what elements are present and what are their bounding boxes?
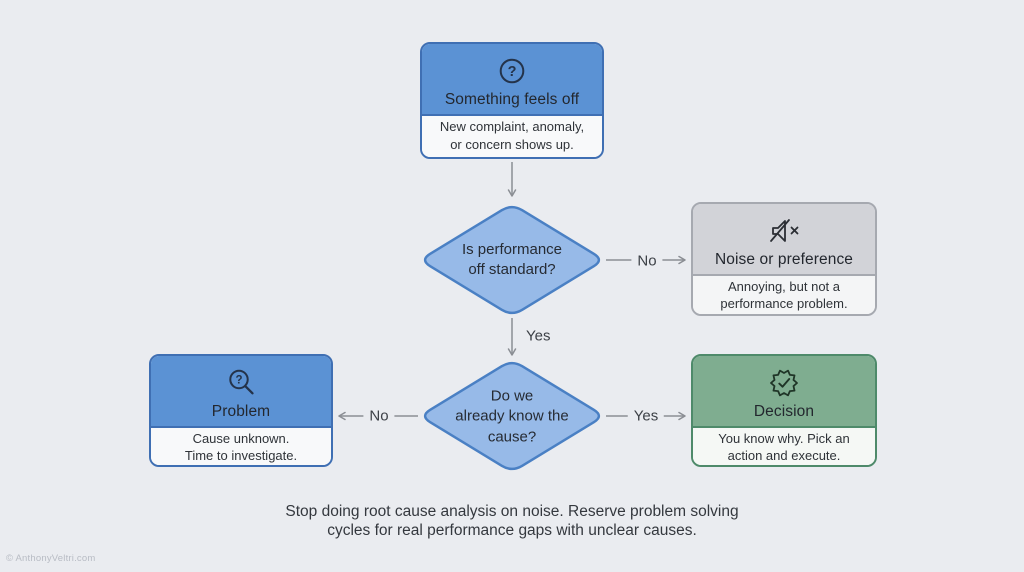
watermark: © AnthonyVeltri.com (6, 553, 96, 564)
decision-label-cause: Do we already know the cause? (455, 387, 569, 446)
decision-label-performance: Is performance off standard? (461, 240, 563, 278)
node-title: Something feels off (444, 90, 580, 108)
node-header: Decision (693, 356, 875, 426)
node-noise-or-preference: Noise or preference Annoying, but not a … (691, 202, 877, 316)
node-description: New complaint, anomaly, or concern shows… (422, 114, 602, 157)
edge-label-yes-performance: Yes (526, 327, 551, 345)
seal-check-icon (769, 366, 799, 400)
node-header: Noise or preference (693, 204, 875, 274)
diagram-caption: Stop doing root cause analysis on noise.… (285, 503, 739, 539)
edge-label-no-performance: No (631, 252, 663, 270)
edge-label-no-cause: No (363, 407, 395, 425)
question-circle-icon: ? (497, 54, 527, 88)
node-description: You know why. Pick an action and execute… (693, 426, 875, 465)
magnifier-question-icon: ? (226, 366, 256, 400)
node-header: ? Problem (151, 356, 331, 426)
node-title: Noise or preference (714, 250, 854, 268)
edge-label-yes-cause: Yes (627, 407, 665, 425)
node-problem: ? Problem Cause unknown. Time to investi… (149, 354, 333, 467)
node-title: Problem (211, 402, 271, 420)
node-decision: Decision You know why. Pick an action an… (691, 354, 877, 467)
svg-text:?: ? (235, 374, 242, 386)
speaker-muted-icon (766, 214, 802, 248)
node-header: ? Something feels off (422, 44, 602, 114)
svg-text:?: ? (508, 64, 517, 80)
node-title: Decision (753, 402, 815, 420)
node-description: Annoying, but not a performance problem. (693, 274, 875, 314)
node-something-feels-off: ? Something feels off New complaint, ano… (420, 42, 604, 159)
node-description: Cause unknown. Time to investigate. (151, 426, 331, 465)
